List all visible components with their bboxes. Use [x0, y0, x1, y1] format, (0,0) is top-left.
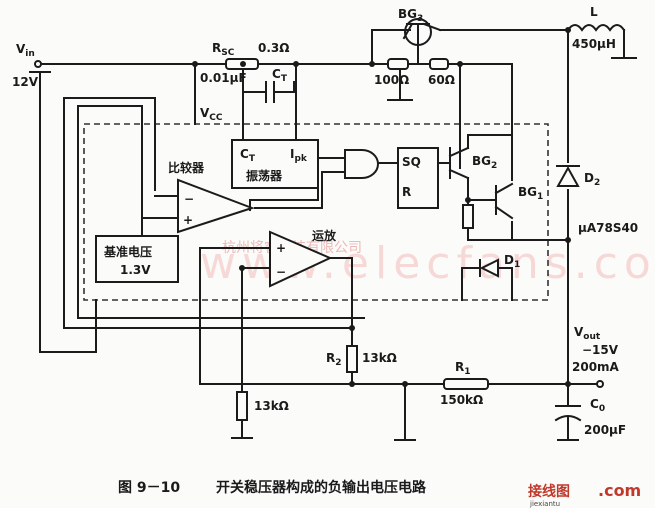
- d1-label: D1: [504, 253, 520, 270]
- r1-resistor: [443, 378, 489, 390]
- ct-label: CT: [272, 67, 288, 84]
- ground-symbols: [29, 71, 579, 441]
- vcc-label: VCC: [200, 106, 223, 123]
- internal-resistor: [462, 204, 474, 229]
- rsc-value: 0.3Ω: [258, 41, 289, 55]
- bg3-transistor: [394, 18, 442, 49]
- ct-value: 0.01μF: [200, 71, 247, 85]
- bg2-transistor: [448, 146, 470, 180]
- inductor-value: 450μH: [572, 37, 616, 51]
- oscillator-box: [231, 139, 319, 189]
- vout-label: Vout: [574, 325, 601, 342]
- osc-ct-pin: CT: [240, 147, 256, 164]
- bg2-label: BG2: [472, 154, 497, 171]
- svg-text:.com: .com: [598, 481, 641, 500]
- svg-text:+: +: [183, 213, 193, 227]
- junction-dots: [192, 27, 571, 387]
- site-logo: 接线图 .com jiexiantu: [528, 481, 641, 508]
- vin-label: Vin: [16, 42, 35, 59]
- d2-label: D2: [584, 171, 600, 188]
- oscillator-label: 振荡器: [246, 168, 283, 183]
- rsc-label: RSC: [212, 41, 235, 58]
- d2-diode: [556, 165, 580, 187]
- svg-text:+: +: [276, 241, 286, 255]
- r100-resistor: [387, 58, 409, 70]
- opamp-label: 运放: [312, 228, 337, 243]
- comparator-label: 比较器: [168, 160, 205, 175]
- bg1-label: BG1: [518, 185, 543, 202]
- inductor-label: L: [590, 5, 598, 19]
- co-value: 200μF: [584, 423, 626, 437]
- vin-value: 12V: [12, 75, 39, 89]
- r-bottom-resistor: [236, 391, 248, 421]
- sr-sq-label: SQ: [402, 155, 421, 169]
- r60-resistor: [429, 58, 449, 70]
- output-terminal: [596, 380, 604, 388]
- chip-boundary: [83, 123, 549, 301]
- vout-value: −15V: [582, 343, 619, 357]
- osc-ipk-pin: Ipk: [290, 147, 308, 164]
- svg-text:−: −: [184, 192, 194, 206]
- r100-value: 100Ω: [374, 73, 409, 87]
- r1-label: R1: [455, 360, 471, 377]
- chip-name: μA78S40: [578, 221, 638, 235]
- r60-value: 60Ω: [428, 73, 455, 87]
- wiring: [34, 29, 637, 441]
- r2-resistor: [346, 345, 358, 373]
- svg-text:jiexiantu: jiexiantu: [529, 500, 560, 508]
- ct-capacitor: [257, 81, 283, 103]
- inductor-l: [566, 24, 626, 32]
- figure-title: 开关稳压器构成的负输出电压电路: [216, 479, 427, 496]
- comparator: − +: [177, 178, 256, 234]
- svg-text:接线图: 接线图: [528, 483, 570, 500]
- op-amp: + −: [269, 230, 333, 288]
- sr-r-label: R: [402, 185, 411, 199]
- figure-number: 图 9－10: [118, 480, 180, 496]
- reference-label: 基准电压: [103, 244, 152, 259]
- reference-value: 1.3V: [120, 263, 151, 277]
- r-bottom-value: 13kΩ: [254, 399, 289, 413]
- co-label: C0: [590, 397, 605, 414]
- co-capacitor: [554, 405, 582, 422]
- and-gate: [344, 149, 379, 179]
- r2-value: 13kΩ: [362, 351, 397, 365]
- iout-value: 200mA: [572, 360, 620, 374]
- r2-label: R2: [326, 351, 342, 368]
- bg1-transistor: [494, 182, 514, 220]
- sr-latch: [397, 147, 439, 209]
- d1-diode: [479, 258, 499, 278]
- r1-value: 150kΩ: [440, 393, 483, 407]
- reference-box: [95, 235, 179, 283]
- svg-text:−: −: [276, 265, 286, 279]
- bg3-label: BG3: [398, 7, 423, 24]
